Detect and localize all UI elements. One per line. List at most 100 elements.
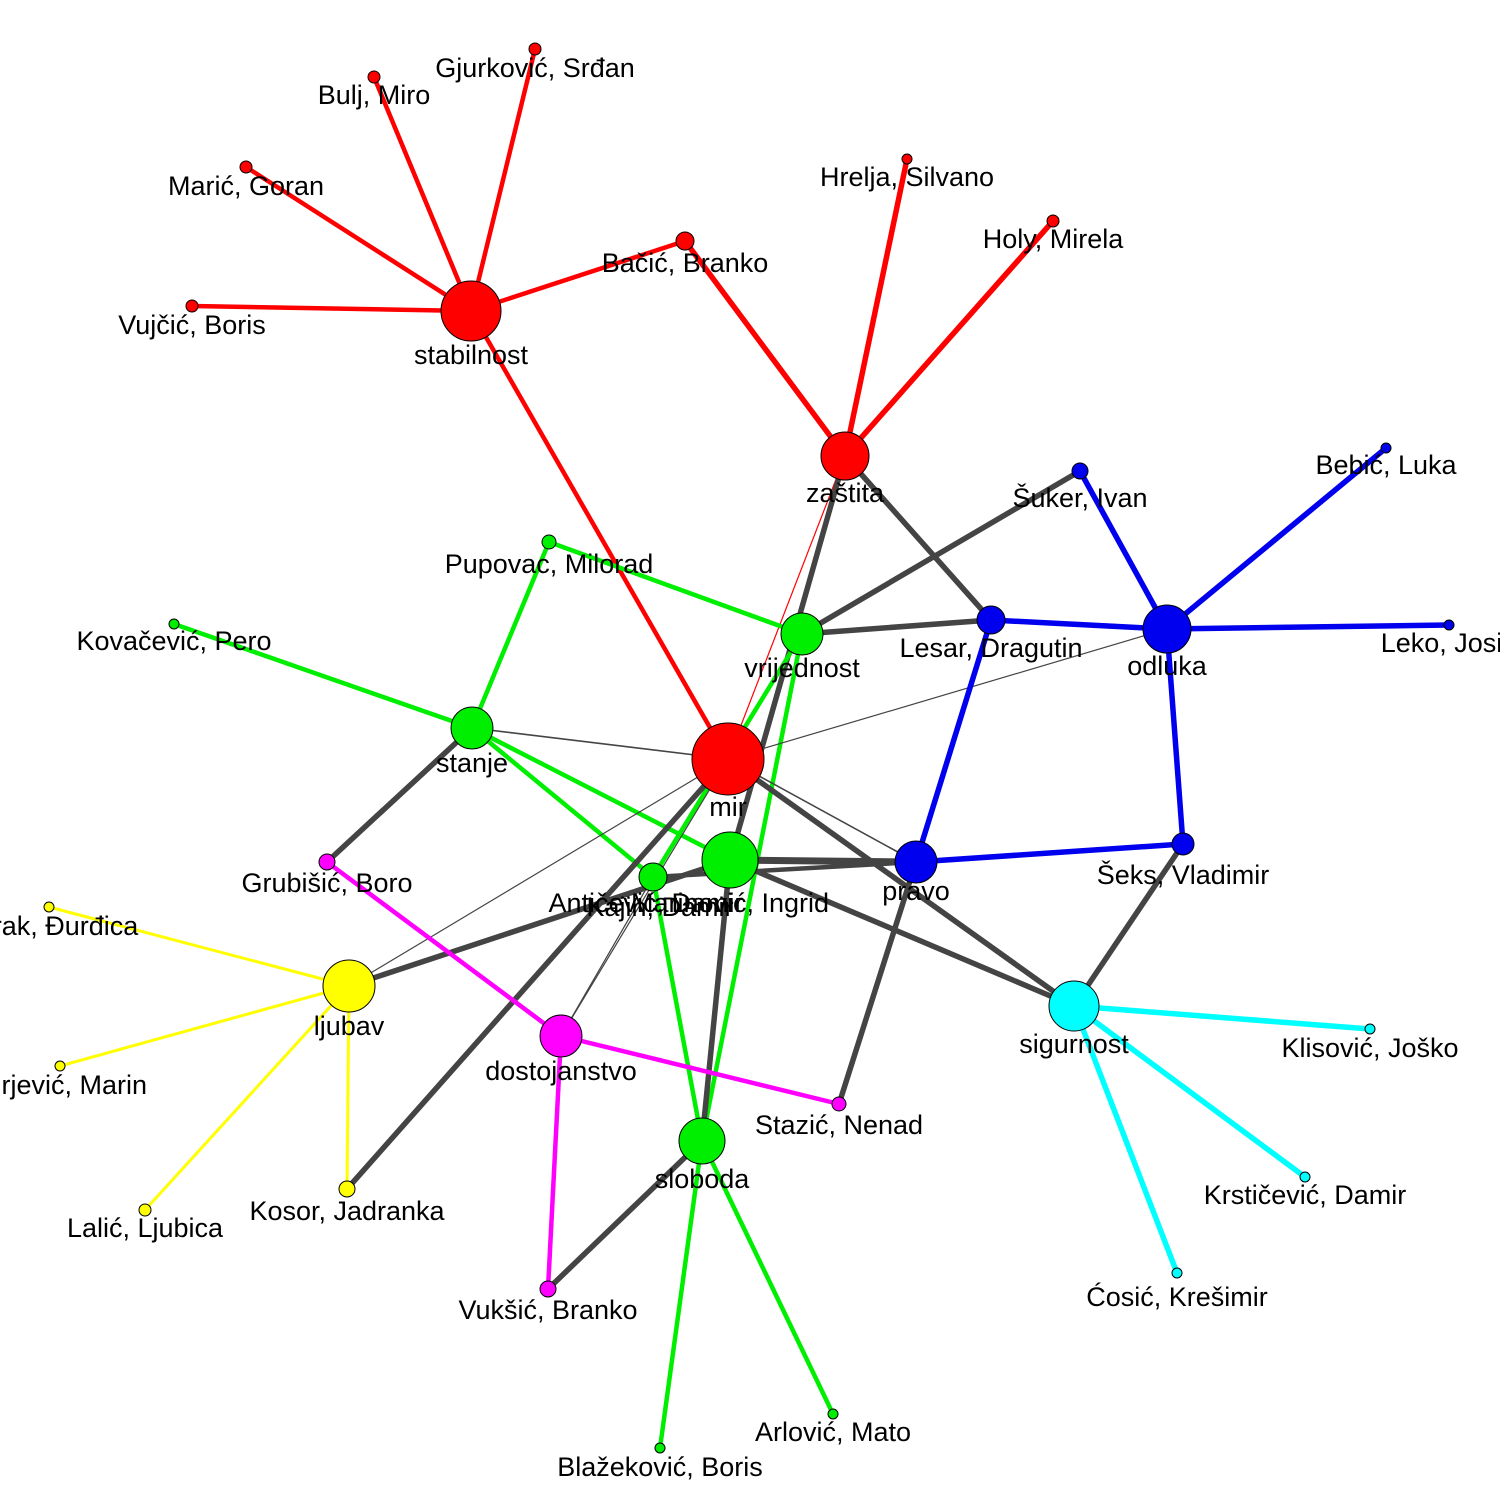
- node-vrijednost[interactable]: [780, 612, 824, 656]
- edge-zastita-mir: [727, 455, 846, 760]
- edge-mir-sigurnost: [725, 756, 1077, 1009]
- edge-dostojanstvo-stazic: [558, 1033, 842, 1107]
- node-kovacevic[interactable]: [168, 618, 180, 630]
- node-barak[interactable]: [43, 901, 55, 913]
- label-sigurnost: sigurnost: [1019, 1029, 1129, 1059]
- label-ljubav: ljubav: [314, 1011, 385, 1041]
- node-odluka[interactable]: [1142, 604, 1192, 654]
- node-jurjevic[interactable]: [54, 1060, 66, 1072]
- label-stabilnost: stabilnost: [414, 340, 529, 370]
- node-dostojanstvo[interactable]: [539, 1014, 583, 1058]
- node-stanje[interactable]: [450, 706, 494, 750]
- label-krsticevic: Krstičević, Damir: [1204, 1180, 1407, 1210]
- edge-stanje-grubisic: [324, 725, 475, 865]
- node-blazekovic[interactable]: [654, 1442, 666, 1454]
- label-holy: Holy, Mirela: [983, 224, 1125, 254]
- label-suker: Šuker, Ivan: [1012, 482, 1147, 513]
- edge-sloboda-arlovic: [699, 1138, 836, 1417]
- edge-stabilnost-mir: [468, 308, 731, 762]
- edge-sigurnost-klisovic: [1071, 1003, 1373, 1032]
- node-ljubav[interactable]: [322, 959, 376, 1013]
- edge-zastita-bacic: [682, 238, 848, 459]
- node-kosor[interactable]: [338, 1180, 356, 1198]
- node-cosic[interactable]: [1171, 1267, 1183, 1279]
- node-lalic[interactable]: [138, 1203, 152, 1217]
- edge-mir-ljubav: [348, 758, 729, 987]
- label-maric: Marić, Goran: [168, 171, 324, 201]
- node-antic[interactable]: [638, 862, 668, 892]
- node-lesar[interactable]: [976, 605, 1006, 635]
- node-mir[interactable]: [691, 722, 765, 796]
- node-pravo[interactable]: [894, 840, 938, 884]
- edge-mir-kosor: [344, 756, 731, 1192]
- label-lalic: Lalić, Ljubica: [67, 1213, 224, 1243]
- node-holy[interactable]: [1046, 214, 1060, 228]
- edge-stabilnost-vujcic: [189, 303, 474, 314]
- edge-odluka-seks: [1164, 626, 1186, 847]
- edge-mir-dostojanstvo: [560, 758, 729, 1037]
- edge-sigurnost-seks: [1071, 841, 1186, 1009]
- label-vrijednost: vrijednost: [744, 653, 860, 683]
- edge-stanje-marinovic: [469, 725, 733, 863]
- node-vujcic[interactable]: [185, 299, 199, 313]
- edge-stanje-antic: [469, 725, 656, 880]
- edge-stabilnost-maric: [243, 164, 474, 314]
- edge-stabilnost-gjurkovic: [468, 46, 538, 314]
- edge-antic-dostojanstvo: [560, 876, 654, 1037]
- label-stazic: Stazić, Nenad: [755, 1110, 923, 1140]
- edge-pravo-seks: [913, 841, 1186, 865]
- node-suker[interactable]: [1071, 462, 1089, 480]
- node-vuksic[interactable]: [539, 1280, 557, 1298]
- edge-marinovic-sigurnost: [727, 857, 1077, 1009]
- label-grubisic: Grubišić, Boro: [241, 868, 412, 898]
- edge-zastita-hrelja: [842, 156, 910, 459]
- edge-zastita-holy: [842, 218, 1056, 459]
- node-stazic[interactable]: [831, 1096, 847, 1112]
- node-sloboda[interactable]: [678, 1117, 726, 1165]
- edge-stabilnost-bulj: [371, 74, 474, 314]
- label-pupovac: Pupovac, Milorad: [445, 549, 654, 579]
- label-seks: Šeks, Vladimir: [1097, 859, 1270, 890]
- label-kosor: Kosor, Jadranka: [249, 1196, 445, 1226]
- node-stabilnost[interactable]: [440, 280, 502, 342]
- node-maric[interactable]: [239, 160, 253, 174]
- node-zastita[interactable]: [820, 431, 870, 481]
- node-sigurnost[interactable]: [1048, 980, 1100, 1032]
- node-grubisic[interactable]: [318, 853, 336, 871]
- node-bacic[interactable]: [675, 231, 695, 251]
- label-kovacevic: Kovačević, Pero: [76, 626, 271, 656]
- node-gjurkovic[interactable]: [528, 42, 542, 56]
- label-arlovic: Arlović, Mato: [755, 1417, 911, 1447]
- node-leko[interactable]: [1443, 619, 1455, 631]
- edge-stanje-pupovac: [469, 539, 552, 731]
- edge-pravo-stazic: [836, 859, 919, 1107]
- label-leko: Leko, Josip: [1381, 628, 1500, 658]
- label-bulj: Bulj, Miro: [318, 80, 431, 110]
- edge-odluka-mir: [727, 628, 1168, 760]
- node-marinovic[interactable]: [701, 831, 759, 889]
- label-mir: mir: [709, 792, 746, 822]
- node-arlovic[interactable]: [827, 1408, 839, 1420]
- edge-ljubav-kosor: [345, 984, 351, 1191]
- edges-layer: [47, 46, 1452, 1451]
- edge-dostojanstvo-vuksic: [545, 1033, 564, 1292]
- label-kajin: Kajin, Damir: [586, 892, 733, 922]
- node-bulj[interactable]: [367, 70, 381, 84]
- label-bacic: Bačić, Branko: [602, 248, 769, 278]
- edge-odluka-bebic: [1164, 445, 1389, 632]
- label-stanje: stanje: [436, 748, 508, 778]
- edge-vrijednost-suker: [799, 468, 1083, 637]
- node-pupovac[interactable]: [541, 534, 557, 550]
- label-hrelja: Hrelja, Silvano: [820, 162, 994, 192]
- label-pravo: pravo: [882, 876, 950, 906]
- node-seks[interactable]: [1171, 832, 1195, 856]
- node-krsticevic[interactable]: [1299, 1171, 1311, 1183]
- labels-layer: stabilnost mir zaštita Bačić, Branko Bulj, M…: [0, 53, 1500, 1482]
- node-bebic[interactable]: [1380, 442, 1392, 454]
- node-klisovic[interactable]: [1364, 1023, 1376, 1035]
- label-zastita: zaštita: [806, 478, 885, 508]
- edge-stanje-kovacevic: [171, 621, 475, 731]
- node-hrelja[interactable]: [901, 153, 913, 165]
- label-blazekovic: Blažeković, Boris: [557, 1452, 763, 1482]
